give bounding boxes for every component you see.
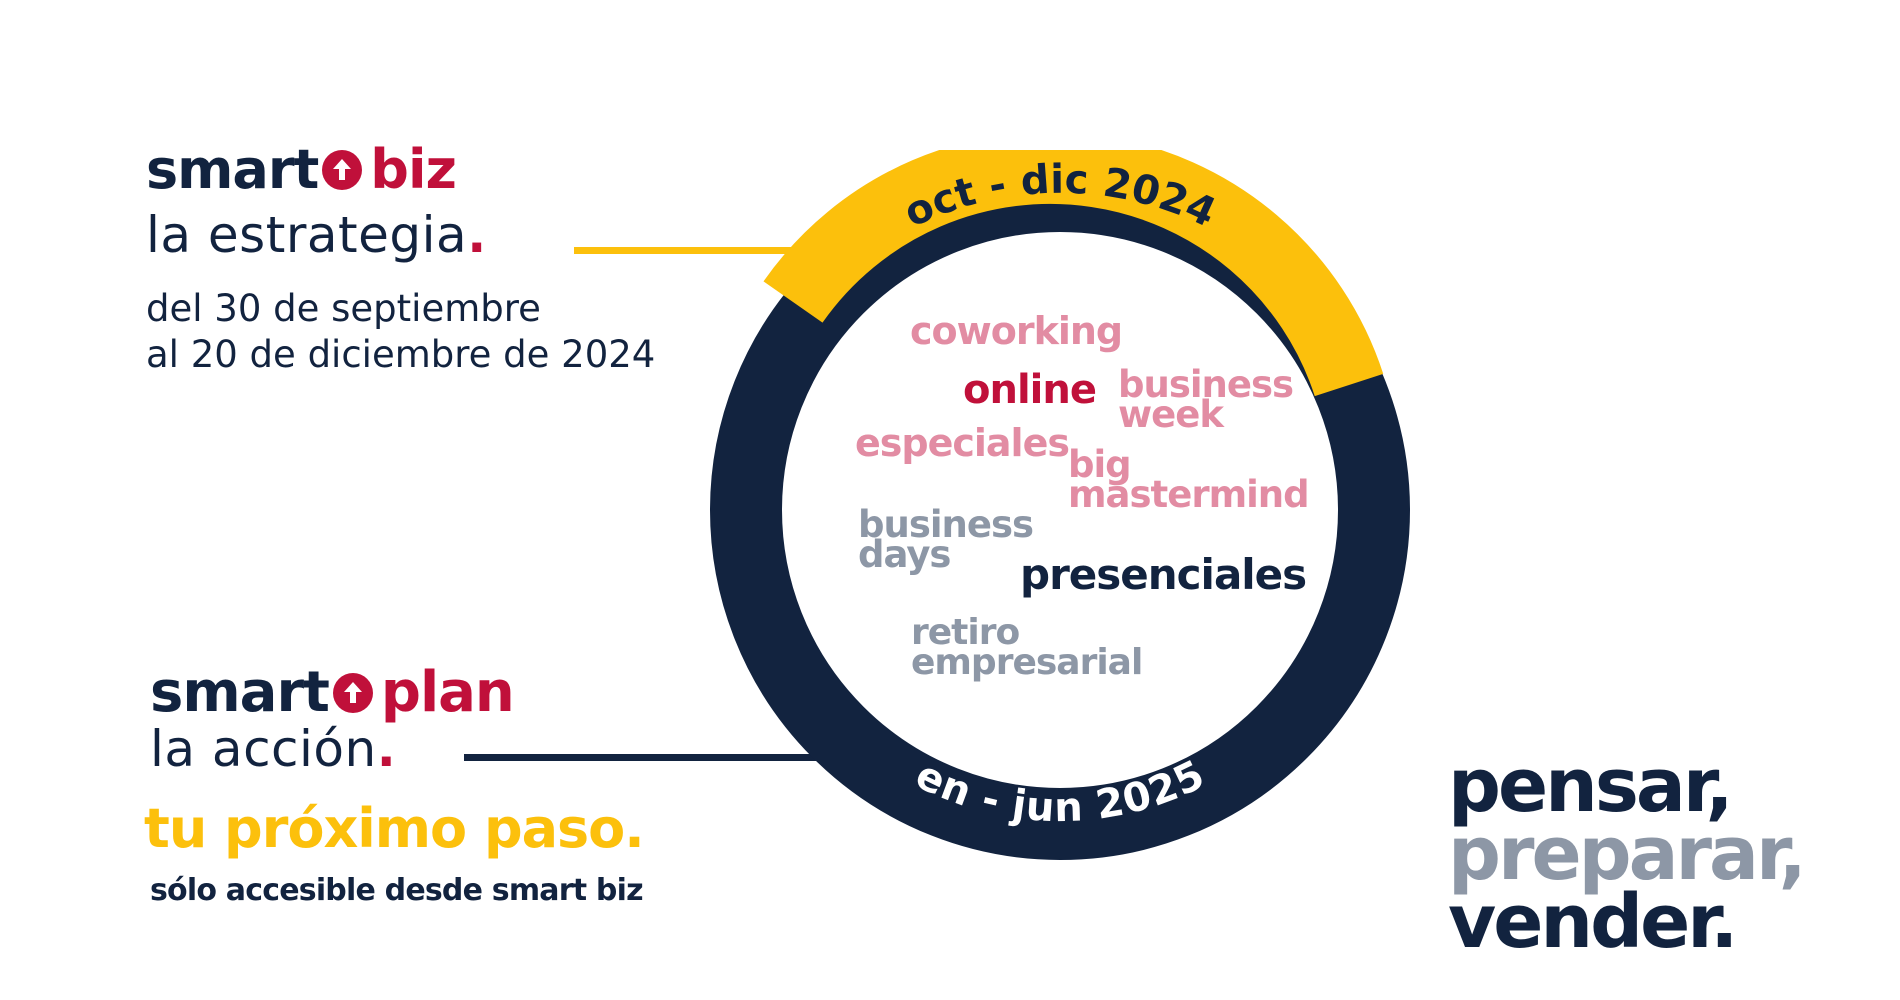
smartbiz-tagline: la estrategia. [146,206,487,264]
arrow-up-circle-icon [332,672,373,713]
smartbiz-dates: del 30 de septiembre al 20 de diciembre … [146,286,655,378]
smartplan-word-plan: plan [380,660,515,725]
format-retiro-line2: empresarial [911,641,1143,683]
smartbiz-dates-line1: del 30 de septiembre [146,287,541,330]
smartplan-access-note: sólo accesible desde smart biz [150,873,644,908]
format-big-mastermind: big mastermind [1068,443,1310,517]
smartbiz-tagline-text: la estrategia [146,206,468,264]
format-big-mastermind-line1: big [1068,443,1132,486]
ring-top-segment [763,150,1384,397]
smartbiz-word-biz: biz [370,138,457,201]
smartplan-tagline: la acción. [150,720,396,778]
smartplan-word-smart: smart [150,660,330,725]
slogan-line1: pensar, [1448,743,1734,829]
smartbiz-tagline-dot: . [467,206,487,264]
format-business-days-line2: days [858,533,951,577]
format-business-days-line1: business [858,503,1034,546]
format-coworking: coworking [910,309,1123,353]
format-big-mastermind-line2: mastermind [1068,473,1310,517]
smartplan-logo: smart plan [150,660,515,725]
format-presenciales: presenciales [1020,550,1307,599]
slogan: pensar, preparar, vender. [1448,743,1807,966]
smartplan-tagline-text: la acción [150,720,377,778]
slogan-line3: vender. [1448,879,1738,966]
format-especiales: especiales [855,421,1070,465]
smartbiz-dates-line2: al 20 de diciembre de 2024 [146,333,656,376]
format-retiro-empresarial: retiro empresarial [911,612,1143,683]
arrow-up-circle-icon [322,149,363,190]
connector-line-top [574,247,824,254]
format-online: online [963,367,1097,413]
smartbiz-word-smart: smart [146,138,319,201]
smartplan-next-step: tu próximo paso. [144,797,645,860]
slogan-line2: preparar, [1448,811,1807,898]
timeline-ring: oct - dic 2024 en - jun 2025 [710,150,1410,860]
smartbiz-logo: smart biz [146,138,457,201]
format-business-days: business days [858,503,1034,577]
format-retiro-line1: retiro [911,612,1020,653]
smartplan-tagline-dot: . [376,720,397,778]
connector-line-bottom [464,754,824,761]
format-business-week-line1: business [1118,363,1294,406]
format-business-week-line2: week [1118,393,1224,437]
format-business-week: business week [1118,363,1294,437]
